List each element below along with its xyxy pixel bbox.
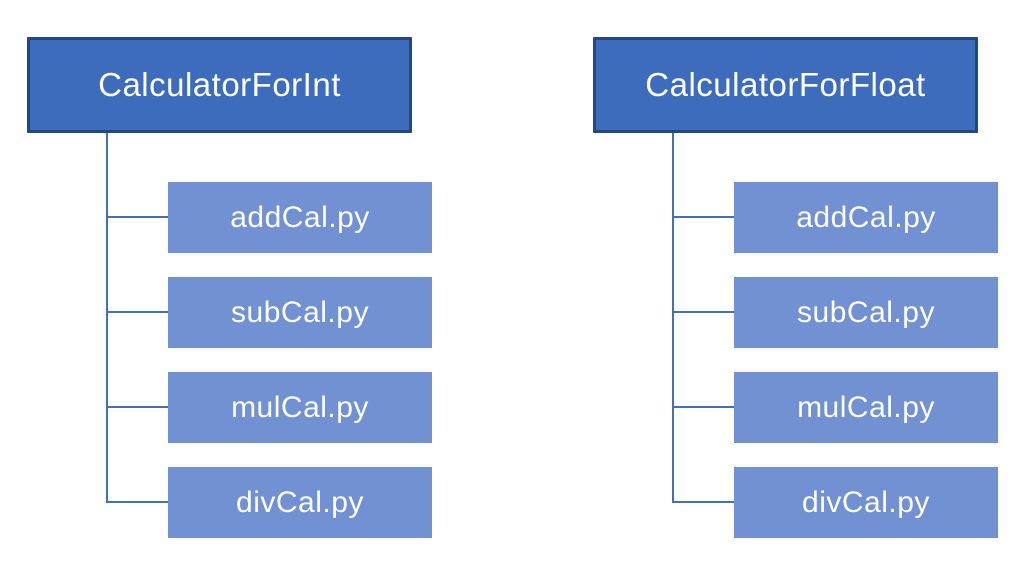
connector-vertical-line	[672, 133, 674, 503]
root-node-calculator-for-int: CalculatorForInt	[27, 37, 412, 133]
root-node-calculator-for-float: CalculatorForFloat	[593, 37, 978, 133]
connector-horizontal-line	[672, 501, 734, 503]
child-node-subcal: subCal.py	[168, 277, 432, 348]
child-node-divcal: divCal.py	[734, 467, 998, 538]
tree-calculator-for-int: CalculatorForInt addCal.py subCal.py mul…	[27, 0, 447, 567]
child-node-divcal: divCal.py	[168, 467, 432, 538]
child-node-addcal: addCal.py	[168, 182, 432, 253]
connector-horizontal-line	[106, 216, 168, 218]
child-node-subcal: subCal.py	[734, 277, 998, 348]
child-node-mulcal: mulCal.py	[168, 372, 432, 443]
child-node-addcal: addCal.py	[734, 182, 998, 253]
connector-horizontal-line	[672, 216, 734, 218]
connector-vertical-line	[106, 133, 108, 503]
tree-calculator-for-float: CalculatorForFloat addCal.py subCal.py m…	[593, 0, 1013, 567]
connector-horizontal-line	[106, 406, 168, 408]
connector-horizontal-line	[106, 501, 168, 503]
connector-horizontal-line	[672, 406, 734, 408]
child-node-mulcal: mulCal.py	[734, 372, 998, 443]
connector-horizontal-line	[106, 311, 168, 313]
connector-horizontal-line	[672, 311, 734, 313]
